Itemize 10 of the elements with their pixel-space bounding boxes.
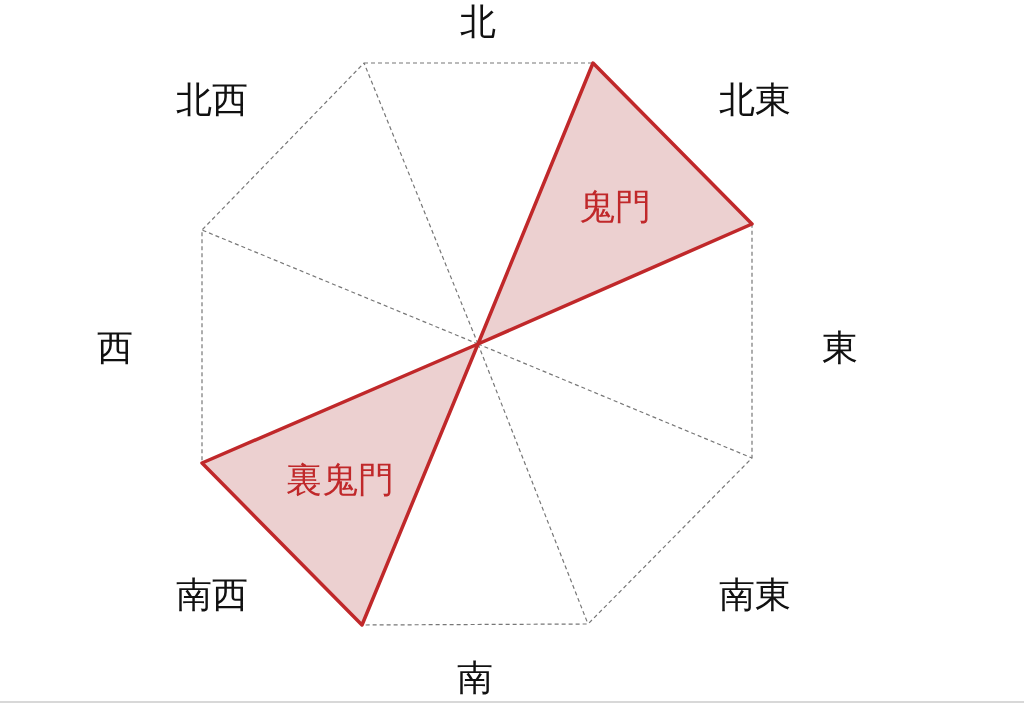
direction-label: 東	[822, 330, 858, 366]
sector-label: 裏鬼門	[286, 462, 394, 498]
sector-label: 鬼門	[579, 189, 651, 225]
direction-label: 南東	[719, 577, 791, 613]
direction-label: 南	[457, 660, 493, 696]
direction-label: 北	[460, 4, 496, 40]
direction-label: 西	[97, 330, 133, 366]
direction-label: 北東	[719, 82, 791, 118]
direction-label: 南西	[176, 577, 248, 613]
direction-label: 北西	[176, 82, 248, 118]
